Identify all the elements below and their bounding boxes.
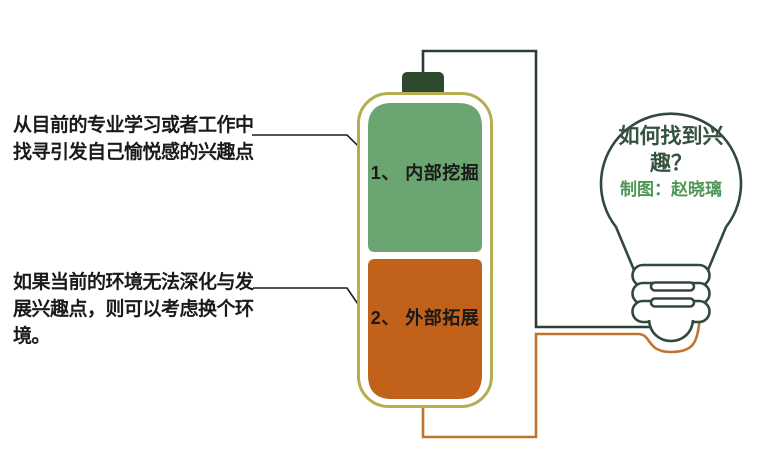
bulb-credit: 制图：赵晓璃	[620, 180, 722, 199]
bulb-contact-tip	[647, 319, 695, 343]
bulb-title: 如何找到兴 趣？	[618, 125, 724, 175]
negative-wire	[421, 317, 702, 439]
note-internal-mining: 从目前的专业学习或者工作中 找寻引发自己愉悦感的兴趣点	[13, 115, 254, 163]
bulb-screw-slot-2	[649, 297, 696, 308]
battery-label-internal: 1、 内部挖掘	[370, 163, 480, 183]
bulb-screw-slot-1	[649, 281, 696, 292]
battery-segment-internal	[368, 103, 482, 252]
note-external-expansion: 如果当前的环境无法深化与发 展兴趣点，则可以考虑换个环 境。	[13, 272, 254, 347]
bulb-glass-outline	[599, 112, 743, 271]
lightbulb	[599, 112, 743, 343]
battery-segment-external	[368, 259, 482, 399]
battery-label-external: 2、 外部拓展	[370, 308, 480, 328]
positive-wire	[421, 49, 651, 329]
battery-cap	[402, 72, 444, 96]
